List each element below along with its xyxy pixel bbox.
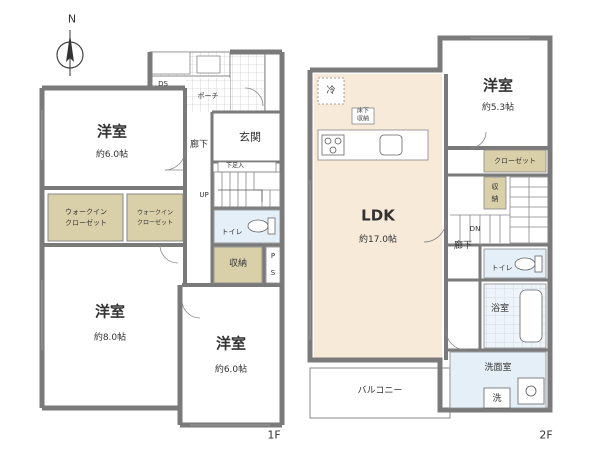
room-2f-size: 約5.3帖 bbox=[481, 102, 515, 113]
floor2-label: 2F bbox=[539, 428, 553, 442]
room-2f-name: 洋室 bbox=[482, 76, 514, 95]
room-bottom-right-name: 洋室 bbox=[215, 334, 247, 353]
compass-icon bbox=[56, 30, 84, 76]
compass-north-label: N bbox=[67, 12, 77, 26]
entrance-label: 玄関 bbox=[239, 130, 261, 144]
washroom-label: 洗面室 bbox=[484, 362, 512, 373]
stairs-up-label: UP bbox=[199, 190, 209, 199]
stairs-dn-label: DN bbox=[469, 224, 481, 233]
floor-storage-line2: 収納 bbox=[356, 115, 370, 123]
ps-s-label: S bbox=[270, 268, 276, 277]
wic-right-line1: ウォークイン bbox=[136, 209, 174, 217]
storage-label-1f: 収納 bbox=[228, 258, 248, 269]
wic-right-line2: クローゼット bbox=[136, 219, 174, 227]
wic-left-line1: ウォークイン bbox=[65, 207, 107, 216]
room-top-name: 洋室 bbox=[96, 122, 128, 141]
ldk-name: LDK bbox=[361, 206, 395, 225]
bath-label: 浴室 bbox=[490, 303, 510, 314]
closet-label: クローゼット bbox=[494, 156, 536, 165]
toilet-label-1f: トイレ bbox=[221, 227, 243, 236]
ds-label: DS bbox=[158, 79, 168, 88]
hallway-label-1f: 廊下 bbox=[189, 139, 209, 150]
ldk-size: 約17.0帖 bbox=[358, 234, 398, 245]
ps-p-label: P bbox=[270, 251, 276, 260]
floor2-plan bbox=[307, 35, 553, 419]
toilet-label-2f: トイレ bbox=[491, 263, 513, 272]
washer-label: 洗 bbox=[492, 393, 502, 404]
hallway-label-2f: 廊下 bbox=[453, 240, 473, 251]
balcony-label: バルコニー bbox=[357, 385, 403, 396]
shoe-box-label: 下足入 bbox=[225, 162, 245, 170]
floor1-plan bbox=[39, 49, 285, 428]
room-bottom-left-size: 約8.0帖 bbox=[93, 332, 127, 343]
floor1-label: 1F bbox=[267, 428, 281, 442]
room-bottom-left-name: 洋室 bbox=[94, 302, 126, 321]
room-bottom-right-size: 約6.0帖 bbox=[214, 364, 248, 375]
storage-2f-line2: 納 bbox=[491, 194, 499, 203]
porch-label: ポーチ bbox=[197, 91, 219, 100]
wic-left-line2: クローゼット bbox=[65, 218, 107, 227]
room-top-size: 約6.0帖 bbox=[95, 149, 129, 160]
fridge-label: 冷 bbox=[326, 85, 336, 96]
floor-storage-line1: 床下 bbox=[356, 107, 370, 115]
storage-2f-line1: 収 bbox=[491, 182, 499, 191]
